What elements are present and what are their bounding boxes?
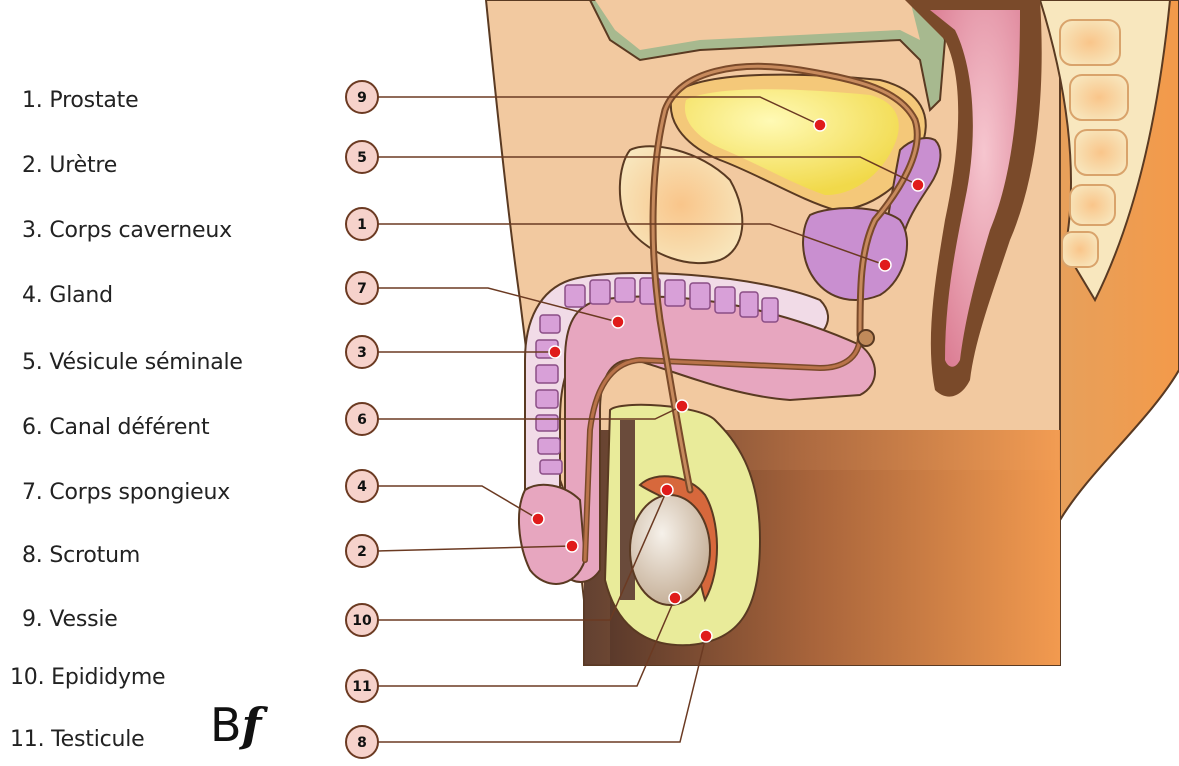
- legend-item-vesicule-seminale: 5. Vésicule séminale: [22, 350, 243, 375]
- callout-number: 2: [357, 544, 367, 560]
- callout-number: 6: [357, 412, 367, 428]
- callout-number: 7: [357, 281, 367, 297]
- marker-dot: [879, 259, 891, 271]
- callout-number: 8: [357, 735, 367, 751]
- callout-10: 10: [346, 604, 378, 636]
- legend-item-prostate: 1. Prostate: [22, 88, 138, 113]
- callout-7: 7: [346, 272, 378, 304]
- marker-dot: [532, 513, 544, 525]
- callout-number: 4: [357, 479, 367, 495]
- legend-item-canal-deferent: 6. Canal déférent: [22, 415, 209, 440]
- legend-item-vessie: 9. Vessie: [22, 607, 118, 632]
- legend-item-scrotum: 8. Scrotum: [22, 543, 140, 568]
- brand-f: f: [242, 698, 262, 752]
- legend-item-epididyme: 10. Epididyme: [10, 665, 165, 690]
- legend-item-uretre: 2. Urètre: [22, 153, 117, 178]
- callout-6: 6: [346, 403, 378, 435]
- callout-4: 4: [346, 470, 378, 502]
- callout-8: 8: [346, 726, 378, 758]
- callout-1: 1: [346, 208, 378, 240]
- marker-dot: [612, 316, 624, 328]
- brand-logo: Bf: [210, 702, 261, 748]
- marker-dot: [912, 179, 924, 191]
- marker-dot: [814, 119, 826, 131]
- marker-dot: [700, 630, 712, 642]
- legend-item-corps-caverneux: 3. Corps caverneux: [22, 218, 232, 243]
- callout-number: 10: [352, 613, 372, 629]
- callout-number: 11: [352, 679, 371, 695]
- callout-5: 5: [346, 141, 378, 173]
- legend-item-gland: 4. Gland: [22, 283, 113, 308]
- marker-dot: [566, 540, 578, 552]
- marker-dot: [669, 592, 681, 604]
- callout-2: 2: [346, 535, 378, 567]
- legend-item-corps-spongieux: 7. Corps spongieux: [22, 480, 230, 505]
- callout-badges: 9 5 1 7 3 6 4 2 10 11 8: [346, 81, 378, 758]
- callout-number: 1: [357, 217, 367, 233]
- cowper-gland: [858, 330, 874, 346]
- callout-number: 3: [357, 345, 367, 361]
- brand-b: B: [210, 698, 242, 752]
- callout-number: 9: [357, 90, 367, 106]
- marker-dot: [661, 484, 673, 496]
- callout-9: 9: [346, 81, 378, 113]
- marker-dot: [676, 400, 688, 412]
- callout-11: 11: [346, 670, 378, 702]
- legend-item-testicule: 11. Testicule: [10, 727, 145, 752]
- callout-3: 3: [346, 336, 378, 368]
- callout-number: 5: [357, 150, 367, 166]
- marker-dot: [549, 346, 561, 358]
- testicle: [630, 495, 710, 605]
